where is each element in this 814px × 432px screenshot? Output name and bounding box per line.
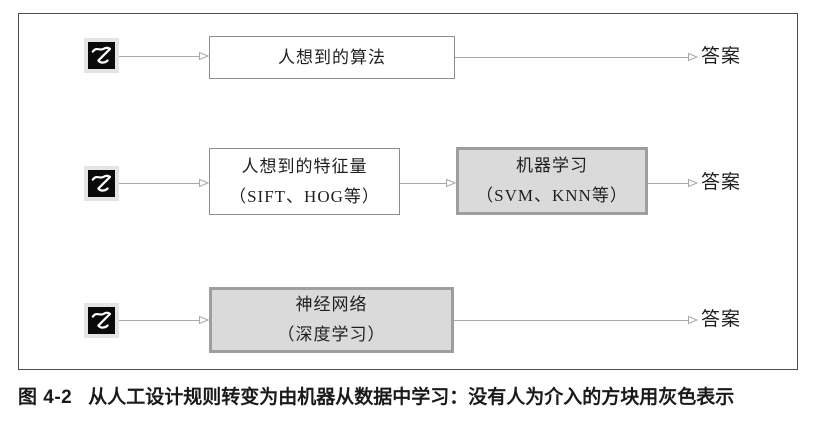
arrowhead-icon xyxy=(446,178,456,188)
box-line: 机器学习 xyxy=(516,156,588,175)
arrow-shaft xyxy=(454,319,689,321)
flow-arrow xyxy=(119,177,209,189)
flow-arrow xyxy=(455,51,698,63)
arrowhead-icon xyxy=(199,315,209,325)
mnist-digit-image xyxy=(88,307,115,334)
flow-arrow xyxy=(119,314,209,326)
digit-5-icon xyxy=(84,166,119,201)
digit-5-glyph xyxy=(91,311,112,329)
arrow-shaft xyxy=(455,56,689,58)
digit-5-icon xyxy=(84,38,119,73)
answer-label: 答案 xyxy=(701,309,742,330)
box-line: （深度学习） xyxy=(277,325,386,344)
arrow-shaft xyxy=(119,319,200,321)
box-line: （SIFT、HOG等） xyxy=(229,186,380,206)
box-line: （SVM、KNN等） xyxy=(476,186,628,205)
arrowhead-icon xyxy=(688,178,698,188)
box-line: 人想到的特征量 xyxy=(241,156,368,176)
digit-5-glyph xyxy=(91,46,112,64)
arrow-shaft xyxy=(119,55,200,57)
box-line: 人想到的算法 xyxy=(278,47,386,67)
figure-caption-text: 从人工设计规则转变为由机器从数据中学习：没有人为介入的方块用灰色表示 xyxy=(88,387,735,408)
mnist-digit-image xyxy=(88,170,115,197)
figure-caption: 图 4-2 从人工设计规则转变为由机器从数据中学习：没有人为介入的方块用灰色表示 xyxy=(18,385,734,411)
box-human-designed-features: 人想到的特征量 （SIFT、HOG等） xyxy=(209,148,400,215)
answer-label: 答案 xyxy=(701,46,742,67)
box-line: 神经网络 xyxy=(295,295,368,314)
arrowhead-icon xyxy=(199,178,209,188)
digit-5-icon xyxy=(84,303,119,338)
mnist-digit-image xyxy=(88,42,115,69)
flow-arrow xyxy=(400,177,456,189)
figure-caption-number: 图 4-2 xyxy=(18,387,73,408)
answer-label: 答案 xyxy=(701,172,742,193)
arrow-shaft xyxy=(400,182,447,184)
arrow-shaft xyxy=(119,182,200,184)
arrowhead-icon xyxy=(199,51,209,61)
arrowhead-icon xyxy=(688,315,698,325)
flow-arrow xyxy=(119,50,209,62)
arrowhead-icon xyxy=(688,52,698,62)
arrow-shaft xyxy=(648,182,689,184)
digit-5-glyph xyxy=(91,174,112,192)
flow-arrow xyxy=(648,177,698,189)
box-neural-network: 神经网络 （深度学习） xyxy=(209,287,454,353)
box-machine-learning: 机器学习 （SVM、KNN等） xyxy=(456,147,648,215)
box-human-designed-algorithm: 人想到的算法 xyxy=(209,36,455,79)
flow-arrow xyxy=(454,314,698,326)
